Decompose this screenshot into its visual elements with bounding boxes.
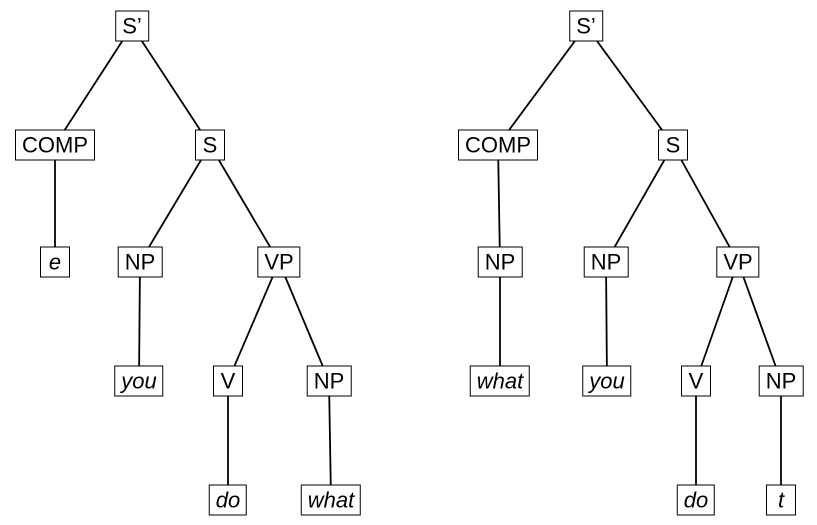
tree-edge-left-tree-s-np-subj xyxy=(139,144,211,263)
tree-node-left-tree-e: e xyxy=(40,246,70,278)
tree-edge-right-tree-vp-v xyxy=(695,261,739,382)
tree-node-left-tree-np-subj: NP xyxy=(117,246,163,278)
tree-edge-left-tree-np-obj-what xyxy=(328,380,332,501)
tree-node-right-tree-s: S xyxy=(658,129,688,161)
tree-node-right-tree-v: V xyxy=(681,365,711,397)
tree-node-right-tree-comp: COMP xyxy=(458,129,538,161)
tree-node-left-tree-vp: VP xyxy=(257,246,301,278)
tree-edge-right-tree-sbar-s xyxy=(585,25,674,146)
tree-node-left-tree-do: do xyxy=(208,484,248,516)
tree-node-left-tree-sbar: S’ xyxy=(115,10,149,42)
tree-edge-right-tree-np-subj-you xyxy=(605,261,608,382)
tree-node-left-tree-you: you xyxy=(114,365,164,397)
tree-node-right-tree-do: do xyxy=(676,484,716,516)
tree-edge-left-tree-np-subj-you xyxy=(138,261,141,382)
tree-node-right-tree-t: t xyxy=(766,484,796,516)
tree-node-right-tree-you: you xyxy=(582,365,632,397)
tree-node-right-tree-sbar: S’ xyxy=(569,10,603,42)
tree-node-left-tree-s: S xyxy=(195,129,225,161)
tree-node-left-tree-np-obj: NP xyxy=(306,365,352,397)
tree-edge-right-tree-sbar-comp xyxy=(497,25,587,146)
tree-edge-right-tree-s-np-subj xyxy=(605,144,674,263)
tree-edge-right-tree-vp-np-obj xyxy=(737,261,782,382)
tree-node-left-tree-what: what xyxy=(300,484,362,516)
tree-edge-right-tree-s-vp xyxy=(672,144,739,263)
tree-edge-left-tree-s-vp xyxy=(209,144,280,263)
tree-node-right-tree-np-comp: NP xyxy=(477,246,523,278)
tree-edge-left-tree-sbar-s xyxy=(131,25,211,146)
tree-node-right-tree-vp: VP xyxy=(716,246,760,278)
tree-edge-left-tree-vp-np-obj xyxy=(278,261,330,382)
tree-node-left-tree-comp: COMP xyxy=(15,129,95,161)
tree-edge-right-tree-comp-np-comp xyxy=(497,144,501,263)
tree-node-right-tree-np-obj: NP xyxy=(758,365,804,397)
tree-node-right-tree-what: what xyxy=(469,365,531,397)
tree-node-left-tree-v: V xyxy=(213,365,243,397)
tree-node-right-tree-np-subj: NP xyxy=(583,246,629,278)
tree-edge-left-tree-sbar-comp xyxy=(54,25,133,146)
tree-edge-left-tree-vp-v xyxy=(227,261,280,382)
